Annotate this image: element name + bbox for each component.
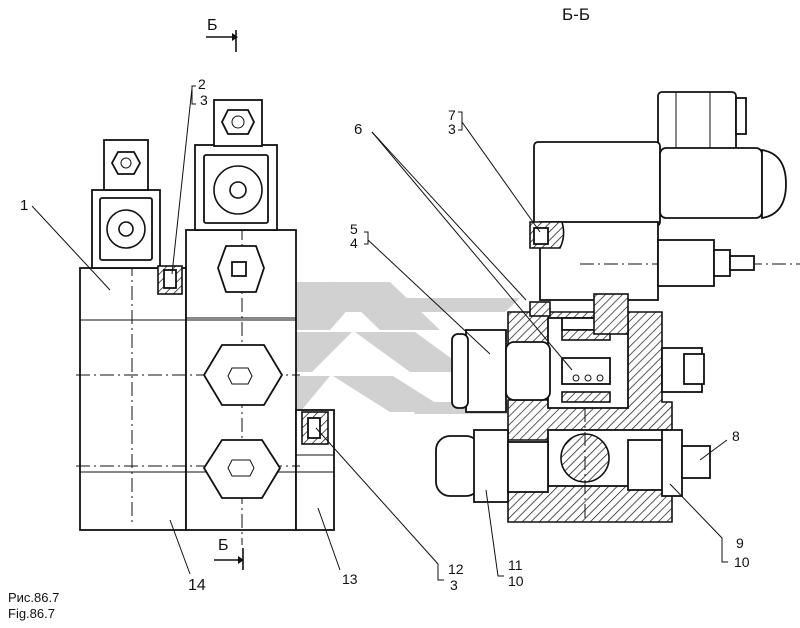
section-title: Б-Б (562, 5, 590, 24)
callout-3-top: 3 (200, 92, 208, 108)
fitting-right-mid (661, 347, 705, 393)
right-view: Б-Б (435, 5, 800, 523)
callout-10-right: 10 (734, 554, 750, 570)
plug-2-3 (157, 265, 183, 295)
callout-1: 1 (20, 197, 28, 214)
caption-en: Fig.86.7 (8, 606, 55, 621)
callout-2: 2 (198, 76, 206, 92)
fitting-5-4 (451, 329, 551, 413)
section-label-bottom: Б (218, 537, 229, 554)
fitting-11-10 (435, 429, 549, 503)
caption-ru: Рис.86.7 (8, 590, 59, 605)
callout-4: 4 (350, 235, 358, 251)
callout-12: 12 (448, 561, 464, 577)
hex-nut-upper (202, 344, 284, 406)
callout-11: 11 (508, 557, 523, 573)
callout-14: 14 (188, 577, 206, 594)
left-view: Б Б (76, 17, 335, 570)
callout-7: 7 (448, 107, 456, 123)
hex-nut-lower (202, 439, 282, 499)
callout-6: 6 (354, 121, 362, 138)
callout-10-bottom: 10 (508, 573, 524, 589)
section-mark-top: Б (206, 17, 238, 52)
solenoid-right (194, 99, 278, 231)
solenoid-left (91, 139, 161, 269)
leader-lines (31, 85, 728, 581)
fitting-square (217, 245, 265, 293)
callout-3-right: 3 (448, 121, 456, 137)
section-mark-bottom: Б (214, 537, 244, 570)
callout-9: 9 (736, 535, 744, 551)
plug-12-3 (301, 411, 329, 445)
solenoid-coil (533, 91, 787, 227)
section-label-top: Б (207, 17, 218, 34)
callout-8: 8 (732, 428, 740, 444)
callout-3-bottom: 3 (450, 577, 458, 593)
valve-body-1 (79, 267, 187, 531)
right-fitting-upper (657, 239, 755, 287)
callout-5: 5 (350, 221, 358, 237)
callout-13: 13 (342, 571, 358, 587)
fitting-8-9-10 (627, 429, 711, 497)
callouts: 1 2 3 6 7 3 5 4 8 9 10 11 10 12 3 13 14 (20, 76, 750, 594)
